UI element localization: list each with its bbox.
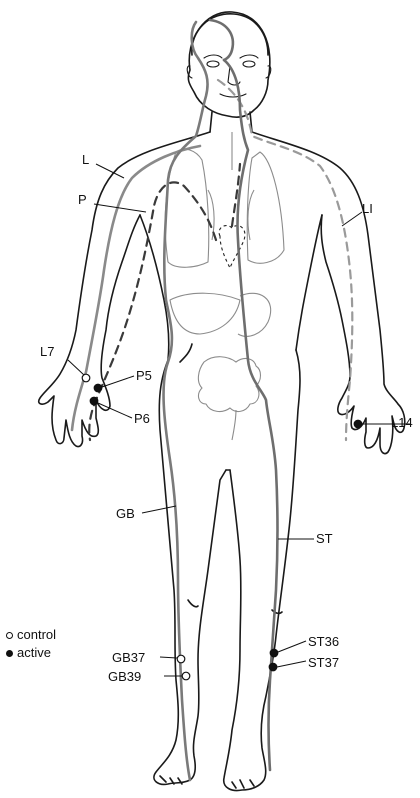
label-st: ST bbox=[316, 531, 333, 546]
label-p5: P5 bbox=[136, 368, 152, 383]
meridian-l bbox=[72, 146, 200, 430]
filled-circle-icon bbox=[6, 650, 13, 657]
label-gb39: GB39 bbox=[108, 669, 141, 684]
label-st37: ST37 bbox=[308, 655, 339, 670]
internal-organs bbox=[165, 132, 284, 440]
point-st37 bbox=[269, 663, 277, 671]
label-li: LI bbox=[362, 201, 373, 216]
label-l14: L14 bbox=[391, 415, 413, 430]
point-st36 bbox=[270, 649, 278, 657]
point-l14 bbox=[354, 420, 362, 428]
point-l7 bbox=[82, 374, 90, 382]
label-st36: ST36 bbox=[308, 634, 339, 649]
point-p6 bbox=[90, 397, 98, 405]
label-gb37: GB37 bbox=[112, 650, 145, 665]
point-p5 bbox=[94, 384, 102, 392]
label-l7: L7 bbox=[40, 344, 54, 359]
label-gb: GB bbox=[116, 506, 135, 521]
point-gb39 bbox=[182, 672, 190, 680]
legend-control-row: control bbox=[6, 626, 56, 644]
legend: control active bbox=[6, 626, 56, 662]
legend-active-label: active bbox=[17, 644, 51, 662]
label-p: P bbox=[78, 192, 87, 207]
legend-control-label: control bbox=[17, 626, 56, 644]
label-l: L bbox=[82, 152, 89, 167]
legend-active-row: active bbox=[6, 644, 56, 662]
point-gb37 bbox=[177, 655, 185, 663]
label-p6: P6 bbox=[134, 411, 150, 426]
open-circle-icon bbox=[6, 632, 13, 639]
